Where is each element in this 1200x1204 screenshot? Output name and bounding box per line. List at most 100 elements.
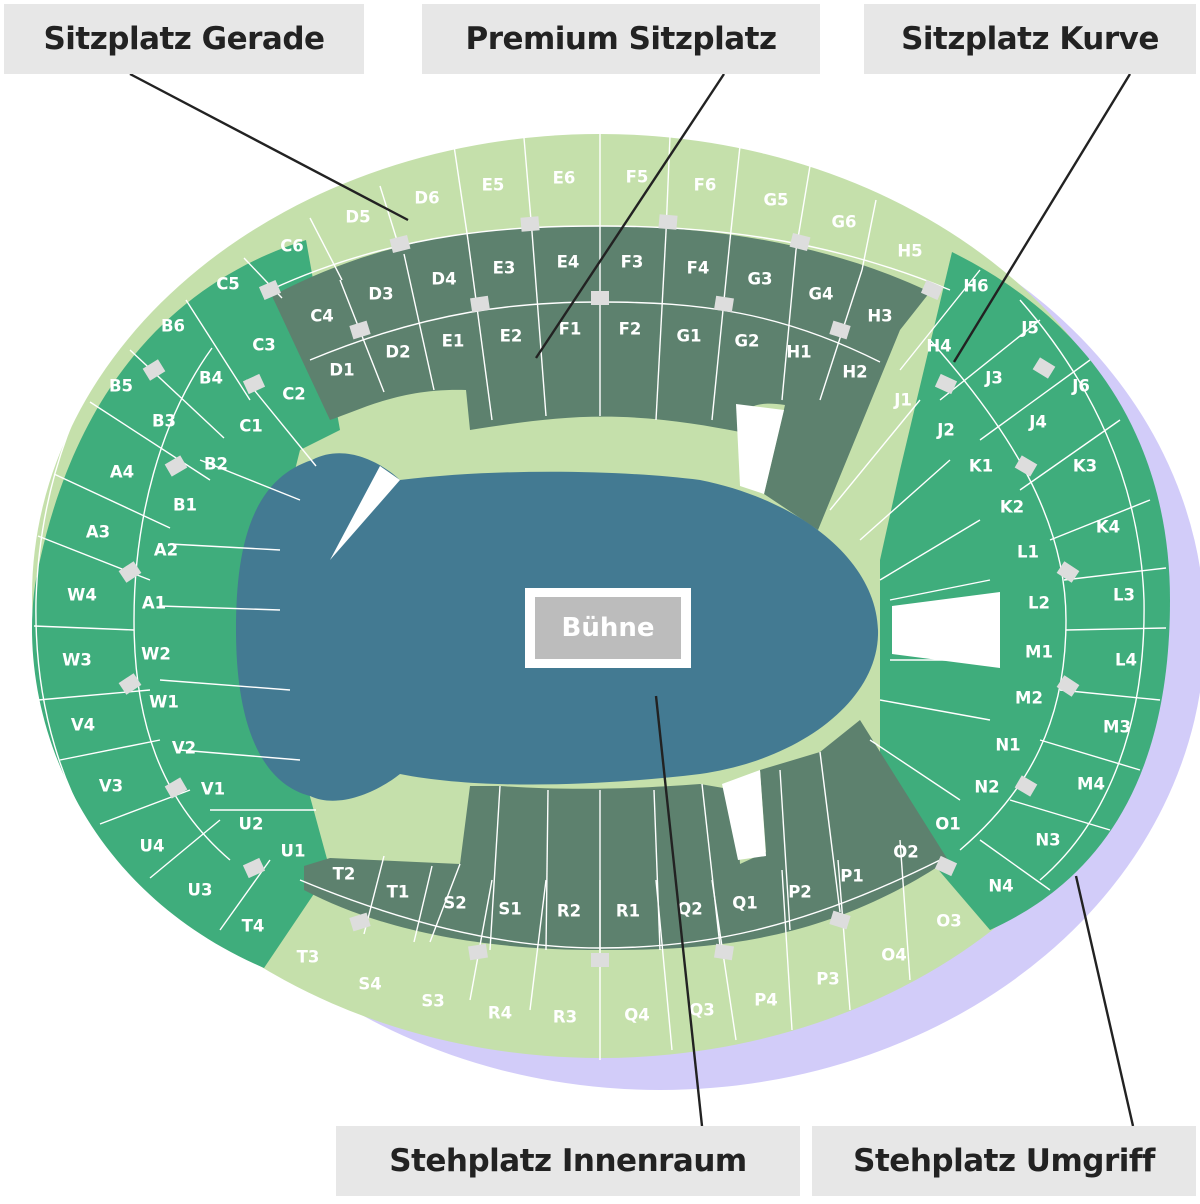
block-label-l2: L2 <box>1028 594 1050 613</box>
divider-line <box>169 543 281 551</box>
block-label-j4: J4 <box>1028 413 1047 432</box>
entrance-marker <box>1056 675 1080 697</box>
block-label-d4: D4 <box>431 270 456 289</box>
block-label-t3: T3 <box>297 948 320 967</box>
block-label-q2: Q2 <box>677 900 703 919</box>
entrance-marker <box>164 777 188 799</box>
divider-line <box>781 869 793 1031</box>
block-label-t4: T4 <box>242 917 265 936</box>
block-label-u2: U2 <box>239 815 264 834</box>
divider-line <box>861 199 877 271</box>
block-label-k1: K1 <box>969 457 993 476</box>
leader-sitzplatz-kurve <box>952 73 1132 363</box>
block-label-m1: M1 <box>1025 643 1053 662</box>
block-label-w1: W1 <box>149 693 179 712</box>
leader-premium-sitzplatz <box>534 73 726 359</box>
block-label-k3: K3 <box>1073 457 1097 476</box>
divider-line <box>979 359 1091 441</box>
divider-line <box>979 839 1051 891</box>
block-label-l3: L3 <box>1113 586 1135 605</box>
divider-line <box>701 783 721 947</box>
block-label-e2: E2 <box>500 327 523 346</box>
block-label-a1: A1 <box>142 594 166 613</box>
divider-line <box>159 605 281 611</box>
block-label-j1: J1 <box>893 391 912 410</box>
divider-line <box>467 239 493 421</box>
entrance-marker <box>829 910 851 930</box>
block-label-e3: E3 <box>493 259 516 278</box>
block-label-d2: D2 <box>385 343 410 362</box>
block-label-v1: V1 <box>201 780 225 799</box>
block-label-w4: W4 <box>67 586 97 605</box>
divider-line <box>429 863 461 943</box>
block-label-n3: N3 <box>1035 831 1060 850</box>
divider-line <box>403 253 435 391</box>
callout-stehplatz-innenraum: Stehplatz Innenraum <box>336 1126 800 1196</box>
block-label-h5: H5 <box>897 242 922 261</box>
block-label-t2: T2 <box>333 865 356 884</box>
block-label-h4: H4 <box>926 337 951 356</box>
block-label-p4: P4 <box>754 991 778 1010</box>
block-label-c6: C6 <box>280 237 304 256</box>
divider-line <box>523 137 533 233</box>
leader-stehplatz-umgriff <box>1074 875 1135 1127</box>
block-label-b1: B1 <box>173 496 197 515</box>
block-label-f4: F4 <box>687 259 710 278</box>
divider-line <box>453 145 469 241</box>
entrance-marker <box>468 943 488 961</box>
divider-line <box>469 879 493 1001</box>
block-label-c4: C4 <box>310 307 334 326</box>
block-label-d1: D1 <box>329 361 354 380</box>
block-label-s4: S4 <box>358 975 381 994</box>
entrance-marker <box>934 855 958 877</box>
divider-line <box>529 879 547 1011</box>
entrance-marker <box>1014 775 1038 797</box>
divider-line <box>59 739 161 761</box>
divider-line <box>779 769 791 931</box>
block-label-g3: G3 <box>747 270 772 289</box>
entrance-marker <box>591 291 609 305</box>
block-label-b2: B2 <box>204 455 228 474</box>
stage-box <box>535 597 681 659</box>
divider-line <box>819 751 841 913</box>
gap-field-notch <box>330 466 400 560</box>
block-label-r2: R2 <box>557 902 581 921</box>
divider-line <box>729 145 741 241</box>
entrance-marker <box>1014 455 1038 477</box>
divider-curve <box>1019 299 1145 881</box>
block-label-r1: R1 <box>616 902 640 921</box>
block-label-c3: C3 <box>252 336 276 355</box>
callout-sitzplatz-gerade: Sitzplatz Gerade <box>4 4 364 74</box>
divider-line <box>899 269 981 371</box>
block-label-r4: R4 <box>488 1004 512 1023</box>
block-label-d5: D5 <box>345 208 370 227</box>
gap-bottom-right-aisle <box>722 770 766 860</box>
divider-line <box>245 379 317 467</box>
block-label-m2: M2 <box>1015 689 1043 708</box>
divider-line <box>159 679 291 691</box>
divider-line <box>489 785 501 951</box>
callout-stehplatz-umgriff: Stehplatz Umgriff <box>812 1126 1196 1196</box>
divider-line <box>1065 627 1167 631</box>
block-label-u4: U4 <box>140 837 165 856</box>
block-label-o3: O3 <box>936 912 962 931</box>
entrance-marker <box>714 943 734 961</box>
entrance-marker <box>118 673 142 695</box>
block-label-f6: F6 <box>694 176 717 195</box>
block-label-g1: G1 <box>676 327 701 346</box>
block-label-d3: D3 <box>368 285 393 304</box>
entrance-marker <box>591 953 609 967</box>
block-label-f3: F3 <box>621 253 644 272</box>
divider-line <box>837 859 851 1011</box>
block-label-s3: S3 <box>421 992 444 1011</box>
zone-sitzplatz-kurve-left <box>31 240 340 968</box>
divider-line <box>89 401 211 481</box>
divider-line <box>185 299 251 401</box>
divider-line <box>179 749 301 761</box>
block-label-f2: F2 <box>619 320 642 339</box>
block-label-g6: G6 <box>831 213 856 232</box>
block-label-k2: K2 <box>1000 498 1024 517</box>
divider-line <box>1059 689 1161 701</box>
divider-line <box>879 519 981 581</box>
